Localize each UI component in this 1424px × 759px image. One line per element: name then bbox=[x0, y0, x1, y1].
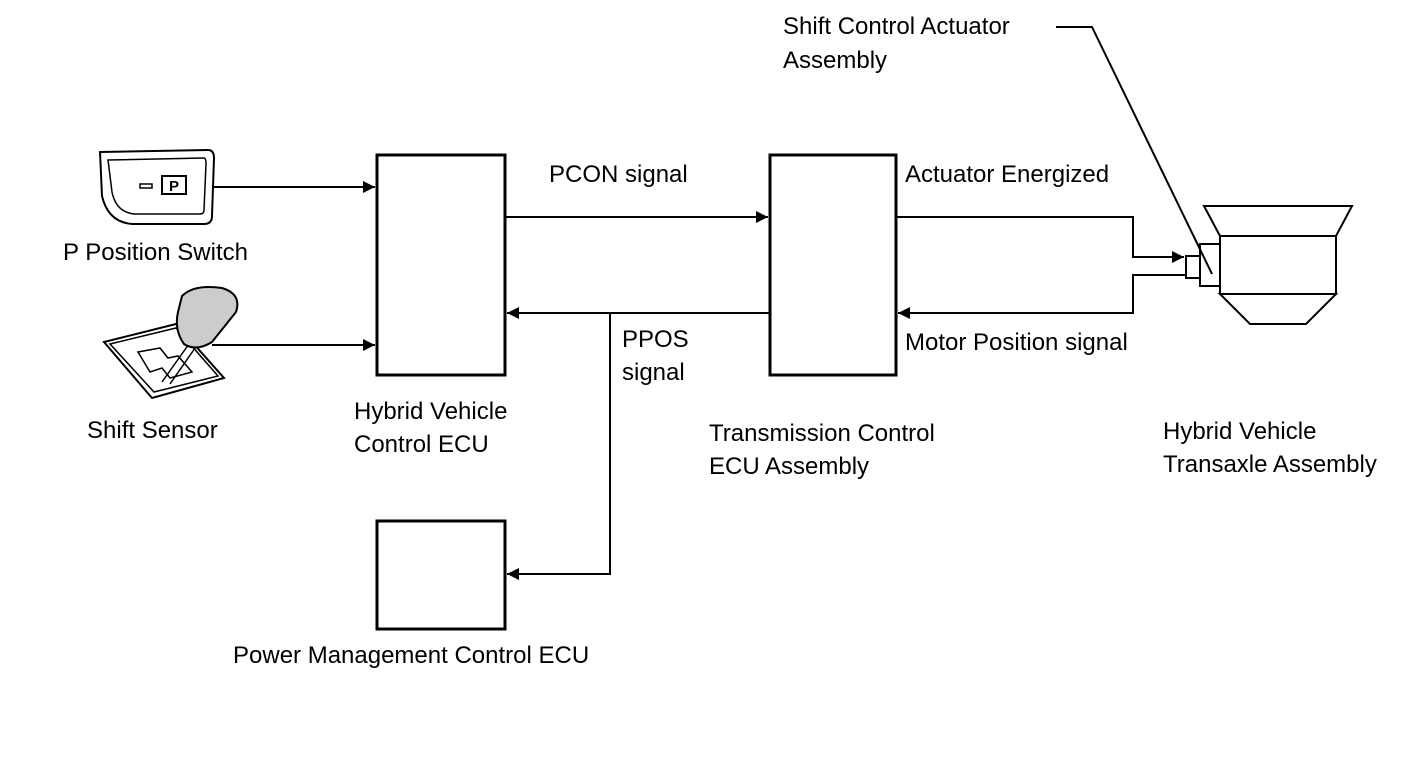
hv-ecu-label-line1: Hybrid Vehicle bbox=[354, 398, 507, 425]
tc-ecu-label-line1: Transmission Control bbox=[709, 420, 935, 447]
actuator-leader-line bbox=[1056, 26, 1213, 275]
power-management-control-ecu-box bbox=[375, 519, 507, 631]
p-position-switch-icon: P bbox=[98, 148, 216, 225]
pcon-signal-label: PCON signal bbox=[549, 161, 688, 188]
actuator-energized-label: Actuator Energized bbox=[905, 161, 1109, 188]
hv-ecu-label-line2: Control ECU bbox=[354, 431, 489, 458]
p-button-glyph: P bbox=[169, 178, 179, 195]
hybrid-vehicle-control-ecu-box bbox=[375, 153, 507, 377]
actuator-label-line1: Shift Control Actuator bbox=[783, 13, 1010, 40]
transaxle-label-line2: Transaxle Assembly bbox=[1163, 451, 1377, 478]
actuator-energized-arrow bbox=[896, 216, 1184, 263]
pm-ecu-label: Power Management Control ECU bbox=[233, 642, 589, 669]
tc-ecu-label-line2: ECU Assembly bbox=[709, 453, 869, 480]
shift-sensor-icon bbox=[102, 286, 239, 400]
ppos-signal-label-line1: PPOS bbox=[622, 326, 689, 353]
transmission-control-ecu-box bbox=[768, 153, 898, 377]
p-position-switch-label: P Position Switch bbox=[63, 239, 248, 266]
shift-sensor-label: Shift Sensor bbox=[87, 417, 218, 444]
motor-position-signal-arrow bbox=[898, 274, 1186, 319]
ppos-signal-label-line2: signal bbox=[622, 359, 685, 386]
transaxle-label-line1: Hybrid Vehicle bbox=[1163, 418, 1316, 445]
hybrid-vehicle-transaxle-icon bbox=[1185, 205, 1354, 325]
motor-position-signal-label: Motor Position signal bbox=[905, 329, 1128, 356]
actuator-label-line2: Assembly bbox=[783, 47, 887, 74]
ppos-to-pm-ecu-arrow bbox=[507, 313, 611, 580]
